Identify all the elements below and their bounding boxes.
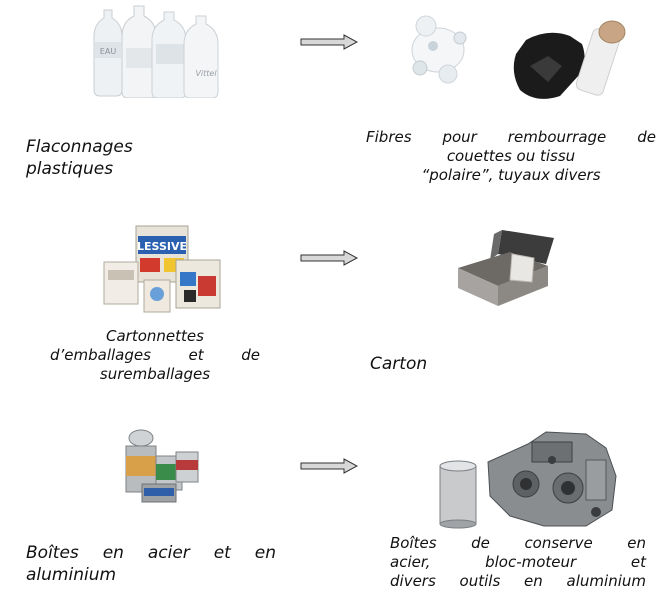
product-label-carton: Carton: [370, 354, 428, 374]
metal-cans-image: [125, 429, 199, 503]
arrow-row-2: [300, 250, 358, 266]
bottle-label-vittel: Vittel: [195, 69, 217, 78]
bottle-label-eau: EAU: [100, 47, 117, 56]
plastic-bottles-image: EAU Vittel: [93, 5, 219, 98]
source-label-metal-cans: Boîtes en acier et en aluminium: [26, 543, 276, 585]
box-label-lessive: LESSIVE: [137, 240, 187, 253]
product-label-metal: Boîtes de conserve en acier, bloc-moteur…: [390, 534, 646, 590]
source-label-cardboard: Cartonnettes d’emballages et de surembal…: [50, 327, 260, 383]
product-label-fibres: Fibres pour rembourrage de couettes ou t…: [366, 128, 656, 184]
steel-can-engine-block-image: [439, 431, 617, 529]
source-label-plastic-bottles: Flaconnages plastiques: [26, 137, 133, 179]
carton-box-image: [458, 230, 554, 306]
arrow-row-3: [300, 458, 358, 474]
cardboard-packaging-image: LESSIVE: [103, 225, 221, 313]
fiber-products-image: [411, 15, 626, 99]
arrow-row-1: [300, 34, 358, 50]
